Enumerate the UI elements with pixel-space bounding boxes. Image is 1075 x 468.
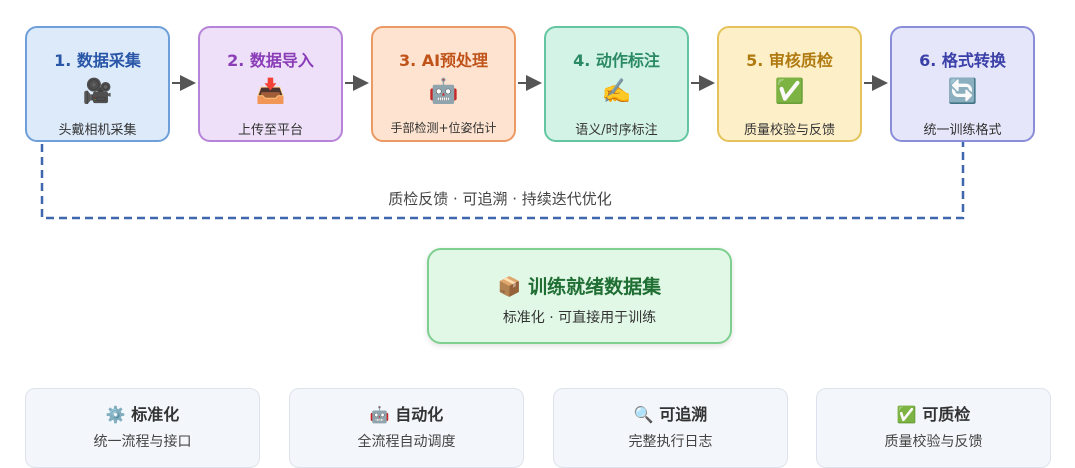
check-mark-icon: ✅ bbox=[774, 77, 805, 105]
step-description: 统一训练格式 bbox=[923, 123, 1002, 138]
step-title: 4. 动作标注 bbox=[573, 51, 660, 70]
step-data-import: 2. 数据导入 📥 上传至平台 bbox=[198, 26, 343, 142]
result-subtitle: 标准化 · 可直接用于训练 bbox=[502, 310, 657, 326]
video-camera-icon: 🎥 bbox=[82, 77, 113, 105]
step-description: 语义/时序标注 bbox=[575, 123, 658, 138]
feature-title: 🤖 自动化 bbox=[290, 401, 523, 425]
magnifier-icon: 🔍 bbox=[633, 405, 654, 424]
step-data-collection: 1. 数据采集 🎥 头戴相机采集 bbox=[25, 26, 170, 142]
step-description: 手部检测+位姿估计 bbox=[390, 121, 497, 135]
feature-title: 🔍 可追溯 bbox=[554, 401, 787, 425]
feature-description: 完整执行日志 bbox=[628, 434, 713, 450]
feature-quality-check: ✅ 可质检 质量校验与反馈 bbox=[816, 388, 1051, 468]
feature-title-text: 可追溯 bbox=[659, 405, 708, 424]
check-mark-icon: ✅ bbox=[896, 405, 917, 424]
step-title: 2. 数据导入 bbox=[227, 51, 314, 70]
pipeline-diagram: 1. 数据采集 🎥 头戴相机采集 2. 数据导入 📥 上传至平台 3. AI预处… bbox=[25, 26, 1051, 468]
feature-title: ✅ 可质检 bbox=[817, 401, 1050, 425]
step-description: 质量校验与反馈 bbox=[743, 123, 835, 138]
feature-standardization: ⚙️ 标准化 统一流程与接口 bbox=[25, 388, 260, 468]
feature-description: 全流程自动调度 bbox=[357, 434, 456, 450]
feature-title-text: 自动化 bbox=[395, 405, 444, 424]
step-description: 上传至平台 bbox=[237, 123, 303, 138]
feedback-loop-label: 质检反馈 · 可追溯 · 持续迭代优化 bbox=[388, 190, 612, 208]
result-title-text: 训练就绪数据集 bbox=[528, 276, 662, 298]
robot-icon: 🤖 bbox=[369, 405, 390, 424]
step-title: 1. 数据采集 bbox=[54, 51, 141, 70]
robot-icon: 🤖 bbox=[428, 77, 459, 105]
feature-description: 质量校验与反馈 bbox=[884, 434, 983, 450]
step-description: 头戴相机采集 bbox=[58, 123, 137, 138]
training-ready-dataset: 📦 训练就绪数据集 标准化 · 可直接用于训练 bbox=[427, 248, 732, 344]
package-icon: 📦 bbox=[497, 276, 522, 298]
feature-description: 统一流程与接口 bbox=[93, 434, 192, 450]
writing-hand-icon: ✍️ bbox=[601, 77, 632, 105]
step-action-annotation: 4. 动作标注 ✍️ 语义/时序标注 bbox=[544, 26, 689, 142]
refresh-arrows-icon: 🔄 bbox=[947, 77, 978, 105]
step-title: 3. AI预处理 bbox=[398, 51, 489, 70]
step-review-qc: 5. 审核质检 ✅ 质量校验与反馈 bbox=[717, 26, 862, 142]
feature-title: ⚙️ 标准化 bbox=[26, 401, 259, 425]
feature-automation: 🤖 自动化 全流程自动调度 bbox=[289, 388, 524, 468]
feature-traceability: 🔍 可追溯 完整执行日志 bbox=[553, 388, 788, 468]
feature-title-text: 可质检 bbox=[922, 405, 971, 424]
step-format-conversion: 6. 格式转换 🔄 统一训练格式 bbox=[890, 26, 1035, 142]
inbox-tray-icon: 📥 bbox=[255, 77, 286, 105]
step-title: 6. 格式转换 bbox=[919, 51, 1006, 70]
step-ai-preprocessing: 3. AI预处理 🤖 手部检测+位姿估计 bbox=[371, 26, 516, 142]
gear-icon: ⚙️ bbox=[105, 405, 126, 424]
feedback-loop-line bbox=[40, 142, 965, 220]
result-title: 📦 训练就绪数据集 bbox=[429, 272, 730, 299]
step-title: 5. 审核质检 bbox=[746, 51, 833, 70]
feature-title-text: 标准化 bbox=[131, 405, 180, 424]
